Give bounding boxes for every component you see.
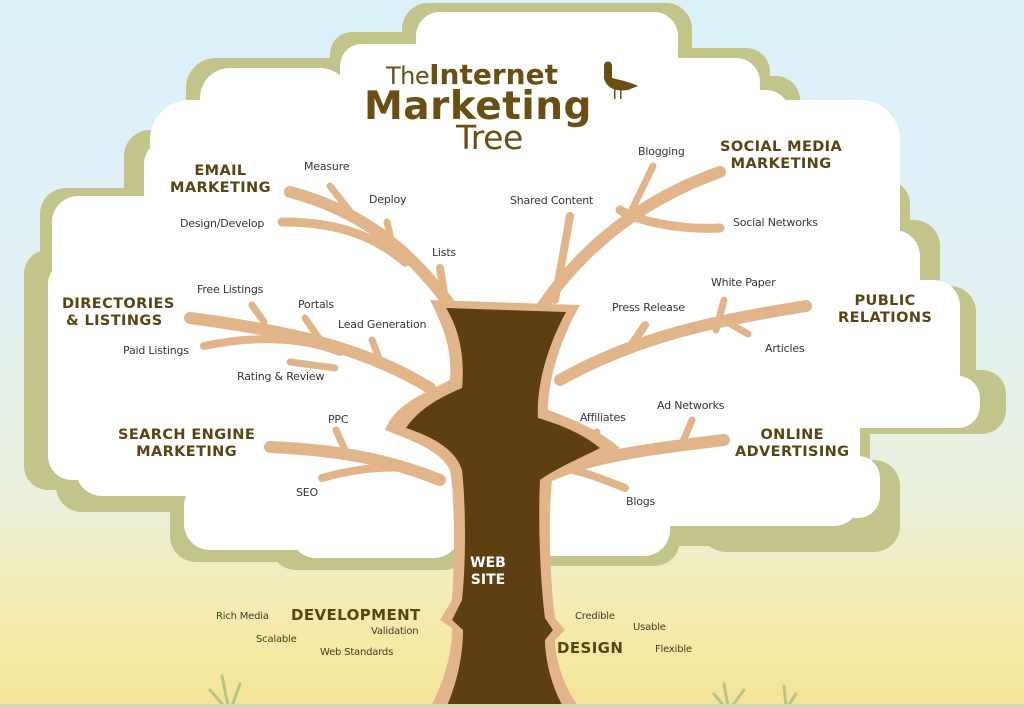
item-rating-review: Rating & Review <box>237 370 325 383</box>
item-free-listings: Free Listings <box>197 283 264 296</box>
trunk <box>406 308 600 708</box>
item-credible: Credible <box>575 611 615 622</box>
root-design: DESIGN <box>557 639 624 657</box>
item-lists: Lists <box>432 246 456 259</box>
item-lead-generation: Lead Generation <box>338 318 427 331</box>
item-press-release: Press Release <box>612 301 685 314</box>
item-deploy: Deploy <box>369 193 407 206</box>
item-shared-content: Shared Content <box>510 194 594 207</box>
category-directories-listings: DIRECTORIES& LISTINGS <box>62 296 175 329</box>
item-articles: Articles <box>765 342 805 355</box>
item-blogs: Blogs <box>626 495 656 508</box>
title-line-1: TheInternet <box>386 58 558 91</box>
branches <box>184 162 812 492</box>
item-web-standards: Web Standards <box>320 647 394 658</box>
item-usable: Usable <box>633 622 666 633</box>
item-white-paper: White Paper <box>711 276 776 289</box>
bird-icon <box>604 61 638 99</box>
title-line-2: Marketing <box>364 84 592 129</box>
item-portals: Portals <box>298 298 334 311</box>
item-affiliates: Affiliates <box>580 411 626 424</box>
root-development: DEVELOPMENT <box>291 606 421 624</box>
title-line-3: Tree <box>456 118 523 157</box>
item-measure: Measure <box>304 160 350 173</box>
item-paid-listings: Paid Listings <box>123 344 189 357</box>
item-scalable: Scalable <box>256 634 297 645</box>
item-social-networks: Social Networks <box>733 216 818 229</box>
cloud-fill <box>48 12 980 558</box>
item-rich-media: Rich Media <box>216 611 269 622</box>
item-flexible: Flexible <box>655 644 692 655</box>
item-seo: SEO <box>296 486 318 499</box>
item-ppc: PPC <box>328 413 349 426</box>
item-validation: Validation <box>371 626 419 637</box>
ground-line <box>0 704 1024 708</box>
item-design-develop: Design/Develop <box>180 217 265 230</box>
item-ad-networks: Ad Networks <box>657 399 725 412</box>
item-blogging: Blogging <box>638 145 685 158</box>
